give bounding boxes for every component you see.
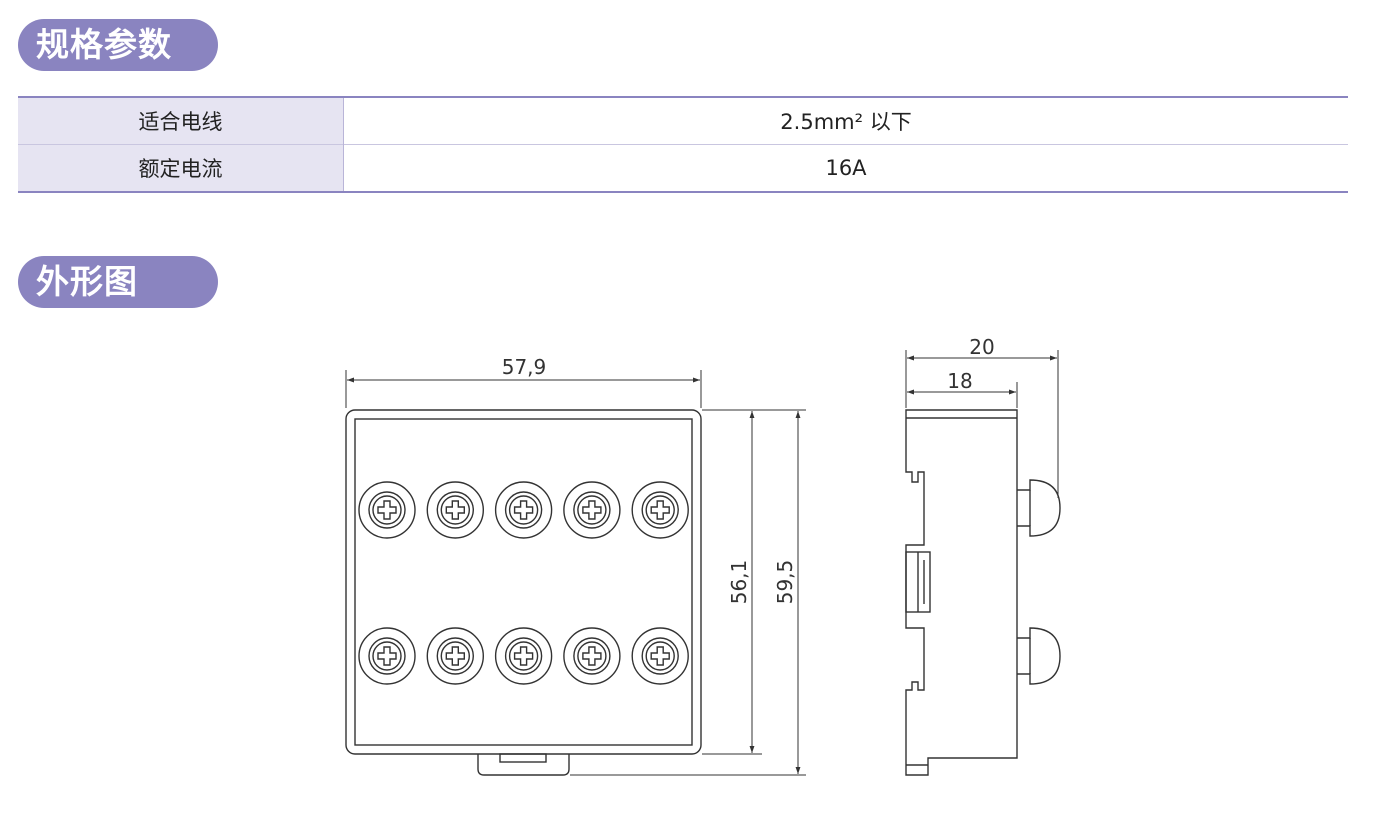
side-view: [905, 409, 1061, 776]
table-row: 额定电流 16A: [18, 144, 1348, 193]
terminal-screw: [494, 627, 553, 685]
side-screw-head-top: [1017, 479, 1061, 537]
dim-outer-height-label: 59,5: [773, 560, 797, 605]
terminal-screw: [426, 627, 484, 685]
front-housing-outer: [345, 409, 702, 755]
spec-label: 额定电流: [18, 144, 344, 193]
terminal-screw: [358, 627, 416, 685]
terminal-screw: [494, 481, 553, 539]
din-clip-slot: [499, 753, 547, 763]
side-dimensions: [905, 350, 1059, 498]
dim-width-label: 57,9: [502, 355, 547, 379]
section-title-outline: 外形图: [18, 256, 218, 308]
front-view: [345, 409, 702, 776]
side-housing: [905, 409, 1018, 776]
dim-overall-depth-label: 20: [969, 335, 994, 359]
terminal-grid: [358, 481, 689, 685]
terminal-screw: [426, 481, 484, 539]
front-housing-inner: [354, 418, 693, 746]
spec-table: 适合电线 2.5mm² 以下 额定电流 16A: [18, 96, 1348, 193]
side-screw-head-bottom: [1017, 627, 1061, 685]
dim-body-depth-label: 18: [947, 369, 972, 393]
spec-label: 适合电线: [18, 96, 344, 145]
table-row: 适合电线 2.5mm² 以下: [18, 96, 1348, 145]
section-title-specs: 规格参数: [18, 19, 218, 71]
front-dimensions: [345, 370, 806, 776]
spec-value: 16A: [343, 144, 1348, 193]
terminal-screw: [631, 627, 689, 685]
din-clip-tab: [477, 754, 570, 776]
terminal-screw: [358, 481, 416, 539]
terminal-screw: [563, 627, 621, 685]
terminal-screw: [563, 481, 621, 539]
spec-value: 2.5mm² 以下: [343, 96, 1348, 145]
terminal-screw: [631, 481, 689, 539]
dim-inner-height-label: 56,1: [727, 560, 751, 605]
